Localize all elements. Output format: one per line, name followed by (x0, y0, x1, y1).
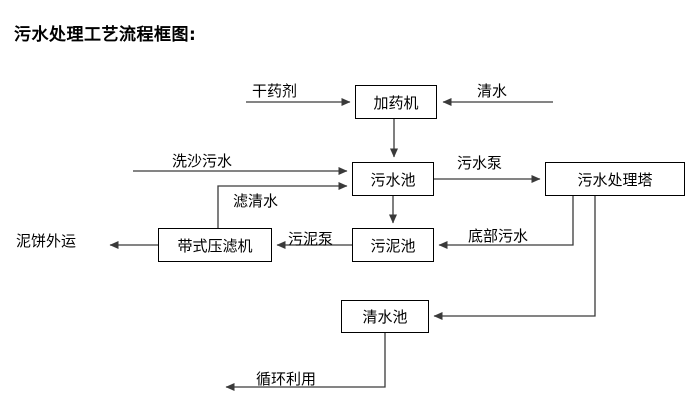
edge-label-sludge-pump: 污泥泵 (288, 230, 334, 248)
node-label: 带式压滤机 (177, 236, 253, 255)
node-label: 污水处理塔 (577, 170, 653, 189)
edge-label-clean-water: 清水 (477, 82, 508, 100)
node-clear-water-pool[interactable]: 清水池 (341, 300, 429, 333)
node-dosing-machine[interactable]: 加药机 (355, 85, 437, 119)
edge-filtrate-to-sewage-pool (217, 182, 348, 228)
node-treatment-tower[interactable]: 污水处理塔 (545, 162, 685, 196)
edge-tower-to-clear-pool (433, 196, 596, 320)
node-belt-filter-press[interactable]: 带式压滤机 (158, 228, 272, 262)
edge-tower-to-sludge-pool (438, 196, 574, 249)
edge-label-sand-washing-sewage: 洗沙污水 (172, 152, 233, 170)
page-title: 污水处理工艺流程框图: (14, 25, 197, 45)
edge-label-filtrate-water: 滤清水 (233, 192, 279, 210)
node-sewage-pool[interactable]: 污水池 (352, 162, 434, 196)
node-label: 污水池 (370, 170, 416, 189)
edge-label-sewage-pump: 污水泵 (457, 154, 503, 172)
edge-label-dry-agent: 干药剂 (252, 82, 298, 100)
node-label: 污泥池 (370, 236, 416, 255)
node-label: 加药机 (373, 93, 419, 112)
edge-label-recycle-use: 循环利用 (256, 370, 317, 388)
edge-clear-pool-to-recycle (225, 333, 386, 391)
edge-label-mud-cake-transport: 泥饼外运 (16, 232, 77, 250)
node-sludge-pool[interactable]: 污泥池 (352, 228, 434, 262)
edge-label-bottom-sewage: 底部污水 (468, 227, 529, 245)
node-label: 清水池 (362, 308, 408, 326)
